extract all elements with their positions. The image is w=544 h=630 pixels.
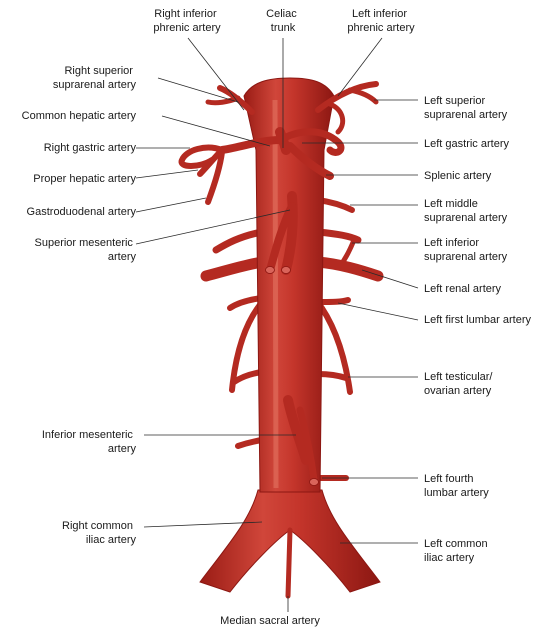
left-renal-branch [318, 262, 378, 276]
label-left-first-lumbar-artery: Left first lumbar artery [424, 314, 531, 326]
label-right-inferior-phrenic-artery: Right inferior phrenic artery [153, 8, 221, 34]
label-inferior-mesenteric-artery: Inferior mesenteric artery [42, 429, 137, 455]
superior-mesenteric-cap-2 [266, 267, 275, 274]
label-gastroduodenal-artery: Gastroduodenal artery [27, 206, 137, 218]
label-left-gastric-artery: Left gastric artery [424, 138, 509, 150]
label-superior-mesenteric-artery: Superior mesenteric artery [35, 237, 137, 263]
label-left-inferior-suprarenal-artery: Left inferior suprarenal artery [424, 237, 508, 263]
label-right-superior-suprarenal-artery: Right superior suprarenal artery [53, 65, 137, 91]
label-celiac-trunk: Celiac trunk [266, 8, 300, 34]
left-superior-suprarenal-branch [350, 90, 376, 102]
right-renal-branch [206, 262, 262, 276]
label-median-sacral-artery: Median sacral artery [220, 615, 320, 627]
label-left-fourth-lumbar-artery: Left fourth lumbar artery [424, 473, 489, 499]
label-splenic-artery: Splenic artery [424, 170, 492, 182]
inferior-mesenteric-cap [310, 479, 319, 486]
artery-illustration [182, 78, 380, 596]
label-left-common-iliac-artery: Left common iliac artery [424, 538, 491, 564]
label-left-testicular-ovarian-artery: Left testicular/ ovarian artery [424, 371, 496, 397]
label-right-common-iliac-artery: Right common iliac artery [62, 520, 136, 546]
label-left-superior-suprarenal-artery: Left superior suprarenal artery [424, 95, 508, 121]
superior-mesenteric-cap [282, 267, 291, 274]
label-right-gastric-artery: Right gastric artery [44, 142, 137, 154]
label-left-renal-artery: Left renal artery [424, 283, 502, 295]
median-sacral-branch [288, 530, 290, 596]
label-common-hepatic-artery: Common hepatic artery [22, 110, 137, 122]
label-left-middle-suprarenal-artery: Left middle suprarenal artery [424, 198, 508, 224]
label-left-inferior-phrenic-artery: Left inferior phrenic artery [347, 8, 415, 34]
aorta-highlight [275, 100, 276, 488]
label-proper-hepatic-artery: Proper hepatic artery [33, 173, 136, 185]
